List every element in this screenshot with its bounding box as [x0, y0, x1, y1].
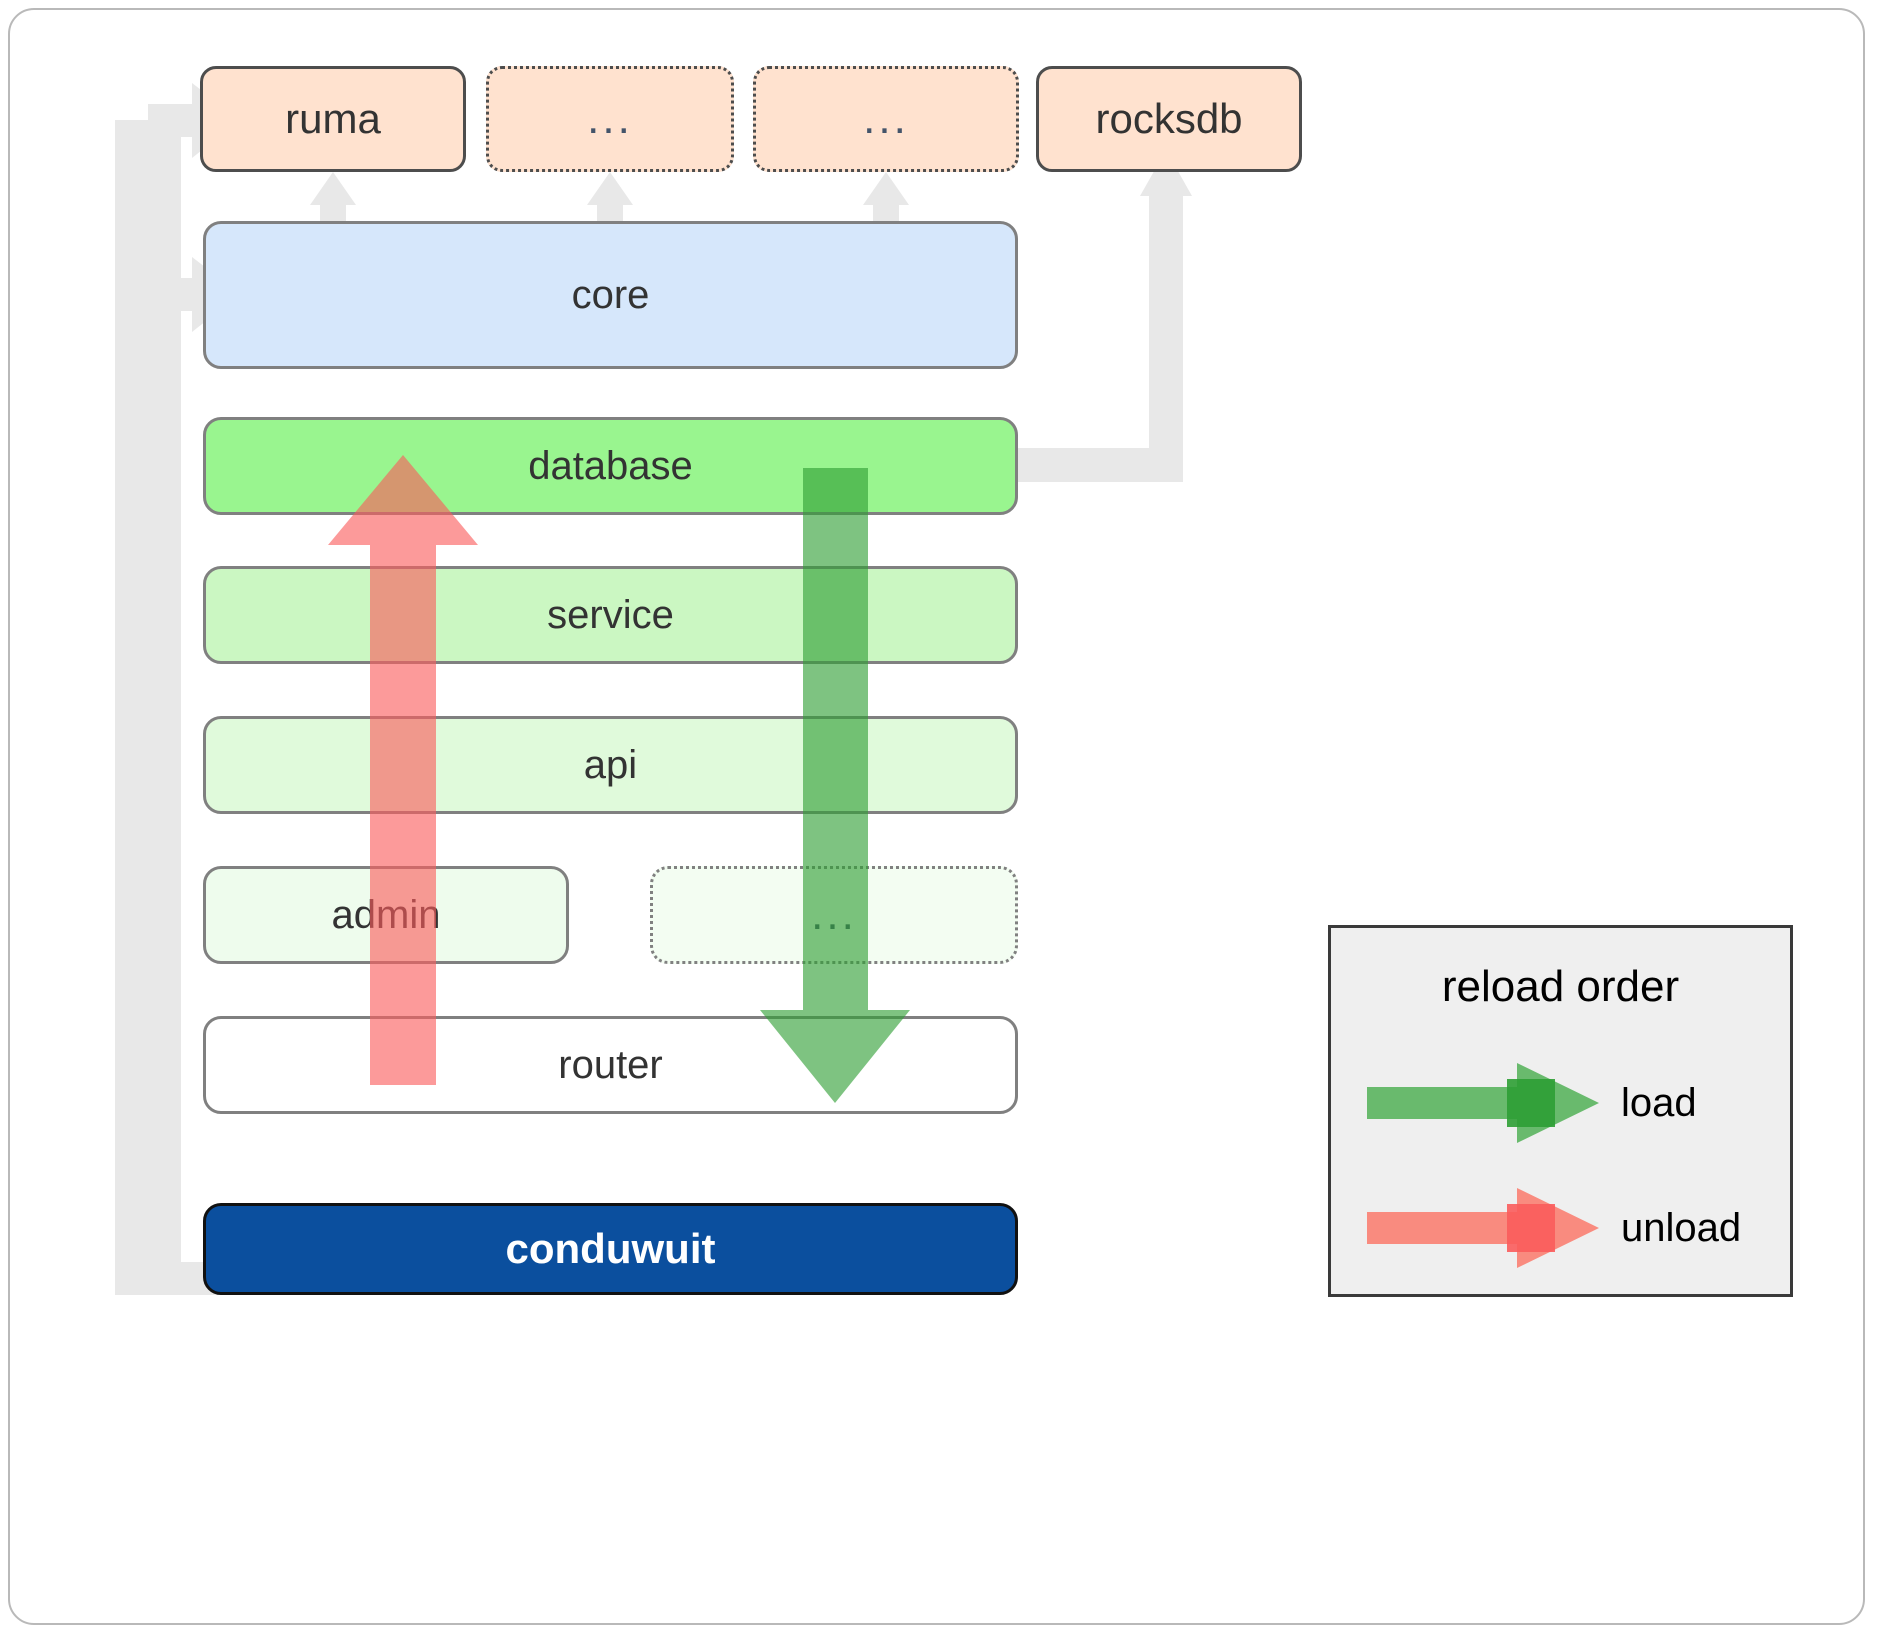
conduwuit-box[interactable]: conduwuit [203, 1203, 1018, 1295]
dependency-box-more-1[interactable]: ... [486, 66, 734, 172]
dependency-label: rocksdb [1095, 95, 1243, 142]
layer-box-service[interactable]: service [203, 566, 1018, 664]
layer-box-router[interactable]: router [203, 1016, 1018, 1114]
legend-row-unload: unload [1331, 1178, 1790, 1278]
core-box[interactable]: core [203, 221, 1018, 369]
layer-label: service [547, 592, 674, 637]
layer-label: admin [331, 892, 441, 937]
layer-box-more[interactable]: ... [650, 866, 1018, 964]
legend-panel: reload order load unload [1328, 925, 1793, 1297]
load-arrow-icon [1367, 1063, 1599, 1143]
dependency-box-more-2[interactable]: ... [753, 66, 1019, 172]
unload-arrow-icon [1367, 1188, 1599, 1268]
layer-box-database[interactable]: database [203, 417, 1018, 515]
layer-label: api [583, 742, 638, 787]
layer-box-api[interactable]: api [203, 716, 1018, 814]
conduwuit-label: conduwuit [505, 1225, 716, 1272]
dependency-label: ruma [285, 95, 381, 142]
dependency-box-ruma[interactable]: ruma [200, 66, 466, 172]
dependency-box-rocksdb[interactable]: rocksdb [1036, 66, 1302, 172]
core-label: core [571, 272, 650, 317]
layer-box-admin[interactable]: admin [203, 866, 569, 964]
legend-row-load: load [1331, 1053, 1790, 1153]
dependency-label: ... [587, 94, 633, 144]
layer-label: ... [811, 890, 857, 940]
layer-label: database [528, 443, 693, 488]
layer-label: router [558, 1042, 663, 1087]
legend-label-unload: unload [1621, 1205, 1742, 1250]
legend-title: reload order [1441, 962, 1680, 1011]
legend-label-load: load [1621, 1080, 1697, 1125]
dependency-label: ... [863, 94, 909, 144]
